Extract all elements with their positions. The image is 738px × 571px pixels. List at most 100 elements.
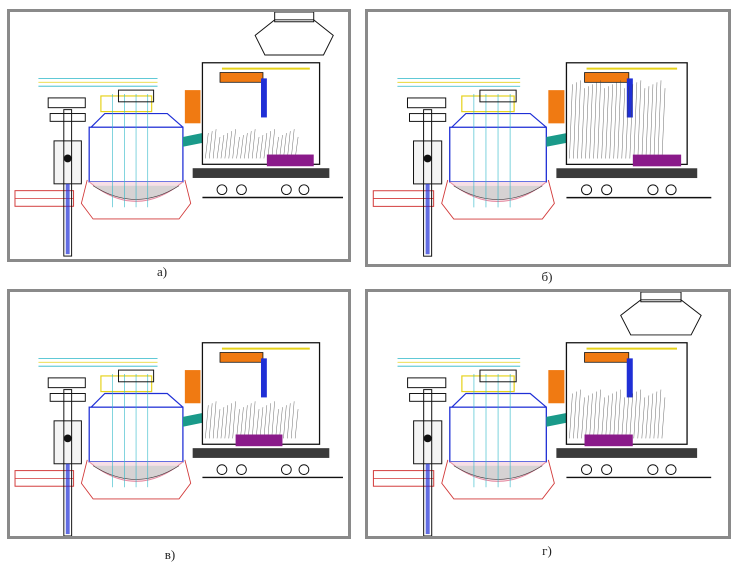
arm-clamp-lower	[408, 113, 447, 122]
scrap-hatch	[244, 133, 248, 159]
scrap-hatch	[661, 88, 666, 159]
furnace-cradle	[80, 459, 192, 500]
column-joint	[63, 154, 72, 163]
electrode-mast-core	[425, 183, 430, 255]
scrap-hatch	[263, 405, 268, 439]
transfer-car	[556, 448, 698, 458]
electrode-column-housing	[413, 420, 443, 465]
scrap-hatch	[613, 391, 617, 439]
panel-b	[365, 9, 731, 267]
scrap-hatch	[212, 401, 217, 439]
scrap-hatch	[581, 397, 585, 439]
schematic-group	[14, 12, 344, 257]
caption-a: а)	[156, 264, 168, 279]
pusher-purple	[632, 154, 682, 167]
electrode-holder	[100, 375, 153, 393]
scrap-hatch	[621, 88, 625, 159]
scrap-hatch	[209, 403, 213, 439]
transfer-car	[192, 448, 330, 458]
wheel	[216, 464, 228, 475]
side-block-orange	[184, 90, 201, 124]
bucket-hook	[274, 12, 315, 23]
bucket-hook	[640, 292, 682, 303]
arm-clamp	[407, 377, 447, 389]
scrap-hatch	[291, 129, 295, 159]
scrap-hatch	[244, 405, 248, 439]
furnace-drawing-a	[14, 12, 344, 257]
scrap-hatch	[240, 407, 244, 439]
wheel	[581, 464, 593, 475]
caption-v: в)	[164, 547, 176, 562]
wheel	[601, 464, 613, 475]
scrap-hatch	[577, 389, 581, 439]
wheel	[298, 464, 310, 475]
scrap-hatch	[653, 391, 658, 439]
scrap-hatch	[589, 393, 593, 439]
wheel	[665, 464, 677, 475]
scrap-hatch	[216, 136, 221, 159]
scrap-hatch	[573, 82, 577, 159]
scrap-hatch	[593, 391, 597, 439]
scrap-hatch	[236, 136, 240, 159]
pusher-purple	[584, 434, 633, 447]
wheel	[665, 184, 677, 196]
scrap-hatch	[228, 131, 232, 159]
electrode-holder	[461, 375, 515, 393]
furnace-roof	[451, 112, 547, 128]
scrap-hatch	[216, 409, 221, 439]
scrap-hatch	[294, 409, 299, 439]
scrap-hatch	[255, 409, 260, 439]
wheel	[647, 464, 659, 475]
scrap-hatch	[259, 407, 264, 439]
electrode-mast	[63, 389, 73, 536]
transfer-car	[192, 168, 330, 178]
scrap-hatch	[232, 401, 236, 439]
scrap-hatch	[597, 80, 601, 159]
scrap-hatch	[641, 88, 646, 159]
scrap-hatch	[240, 134, 244, 159]
scrap-hatch	[605, 395, 609, 439]
scrap-hatch	[283, 405, 287, 439]
electrode-mast-core	[65, 463, 70, 535]
scrap-hatch	[641, 397, 646, 439]
furnace-cradle	[80, 179, 192, 220]
scrap-hatch	[569, 393, 573, 439]
wheel	[298, 184, 310, 196]
furnace-roof	[90, 112, 184, 128]
scrap-hatch	[585, 395, 589, 439]
panel-a	[7, 9, 351, 262]
scrap-hatch	[613, 82, 617, 159]
wheel	[216, 184, 228, 196]
scrap-hatch	[252, 401, 256, 439]
scrap-hatch	[275, 409, 279, 439]
electrode-mast-core	[65, 183, 70, 255]
scrap-hatch	[259, 134, 264, 159]
furnace-drawing-b	[372, 62, 712, 257]
electrode-holder	[100, 95, 153, 113]
furnace-cradle	[441, 459, 555, 500]
wheel	[280, 464, 292, 475]
wheel	[236, 184, 247, 196]
arm-clamp-lower	[409, 393, 447, 402]
scrap-hatch	[653, 82, 658, 159]
electrode-mast-core	[425, 463, 430, 535]
scrap-hatch	[267, 403, 271, 439]
arm-clamp	[47, 97, 86, 109]
scrap-hatch	[271, 129, 275, 159]
charging-bucket	[254, 19, 334, 56]
caption-g: г)	[542, 543, 552, 558]
scrap-hatch	[255, 136, 260, 159]
schematic-group	[372, 62, 712, 257]
column-joint	[423, 154, 432, 163]
scrap-hatch	[267, 131, 271, 159]
panel-v	[7, 289, 351, 539]
scrap-hatch	[287, 403, 291, 439]
pusher-purple	[235, 434, 283, 447]
electrode-top	[479, 89, 517, 103]
scrap-hatch	[212, 129, 217, 159]
scrap-hatch	[605, 86, 609, 159]
scrap-hatch	[248, 403, 252, 439]
blue-gate	[626, 78, 633, 118]
scrap-hatch	[589, 84, 593, 159]
scrap-hatch	[224, 405, 228, 439]
